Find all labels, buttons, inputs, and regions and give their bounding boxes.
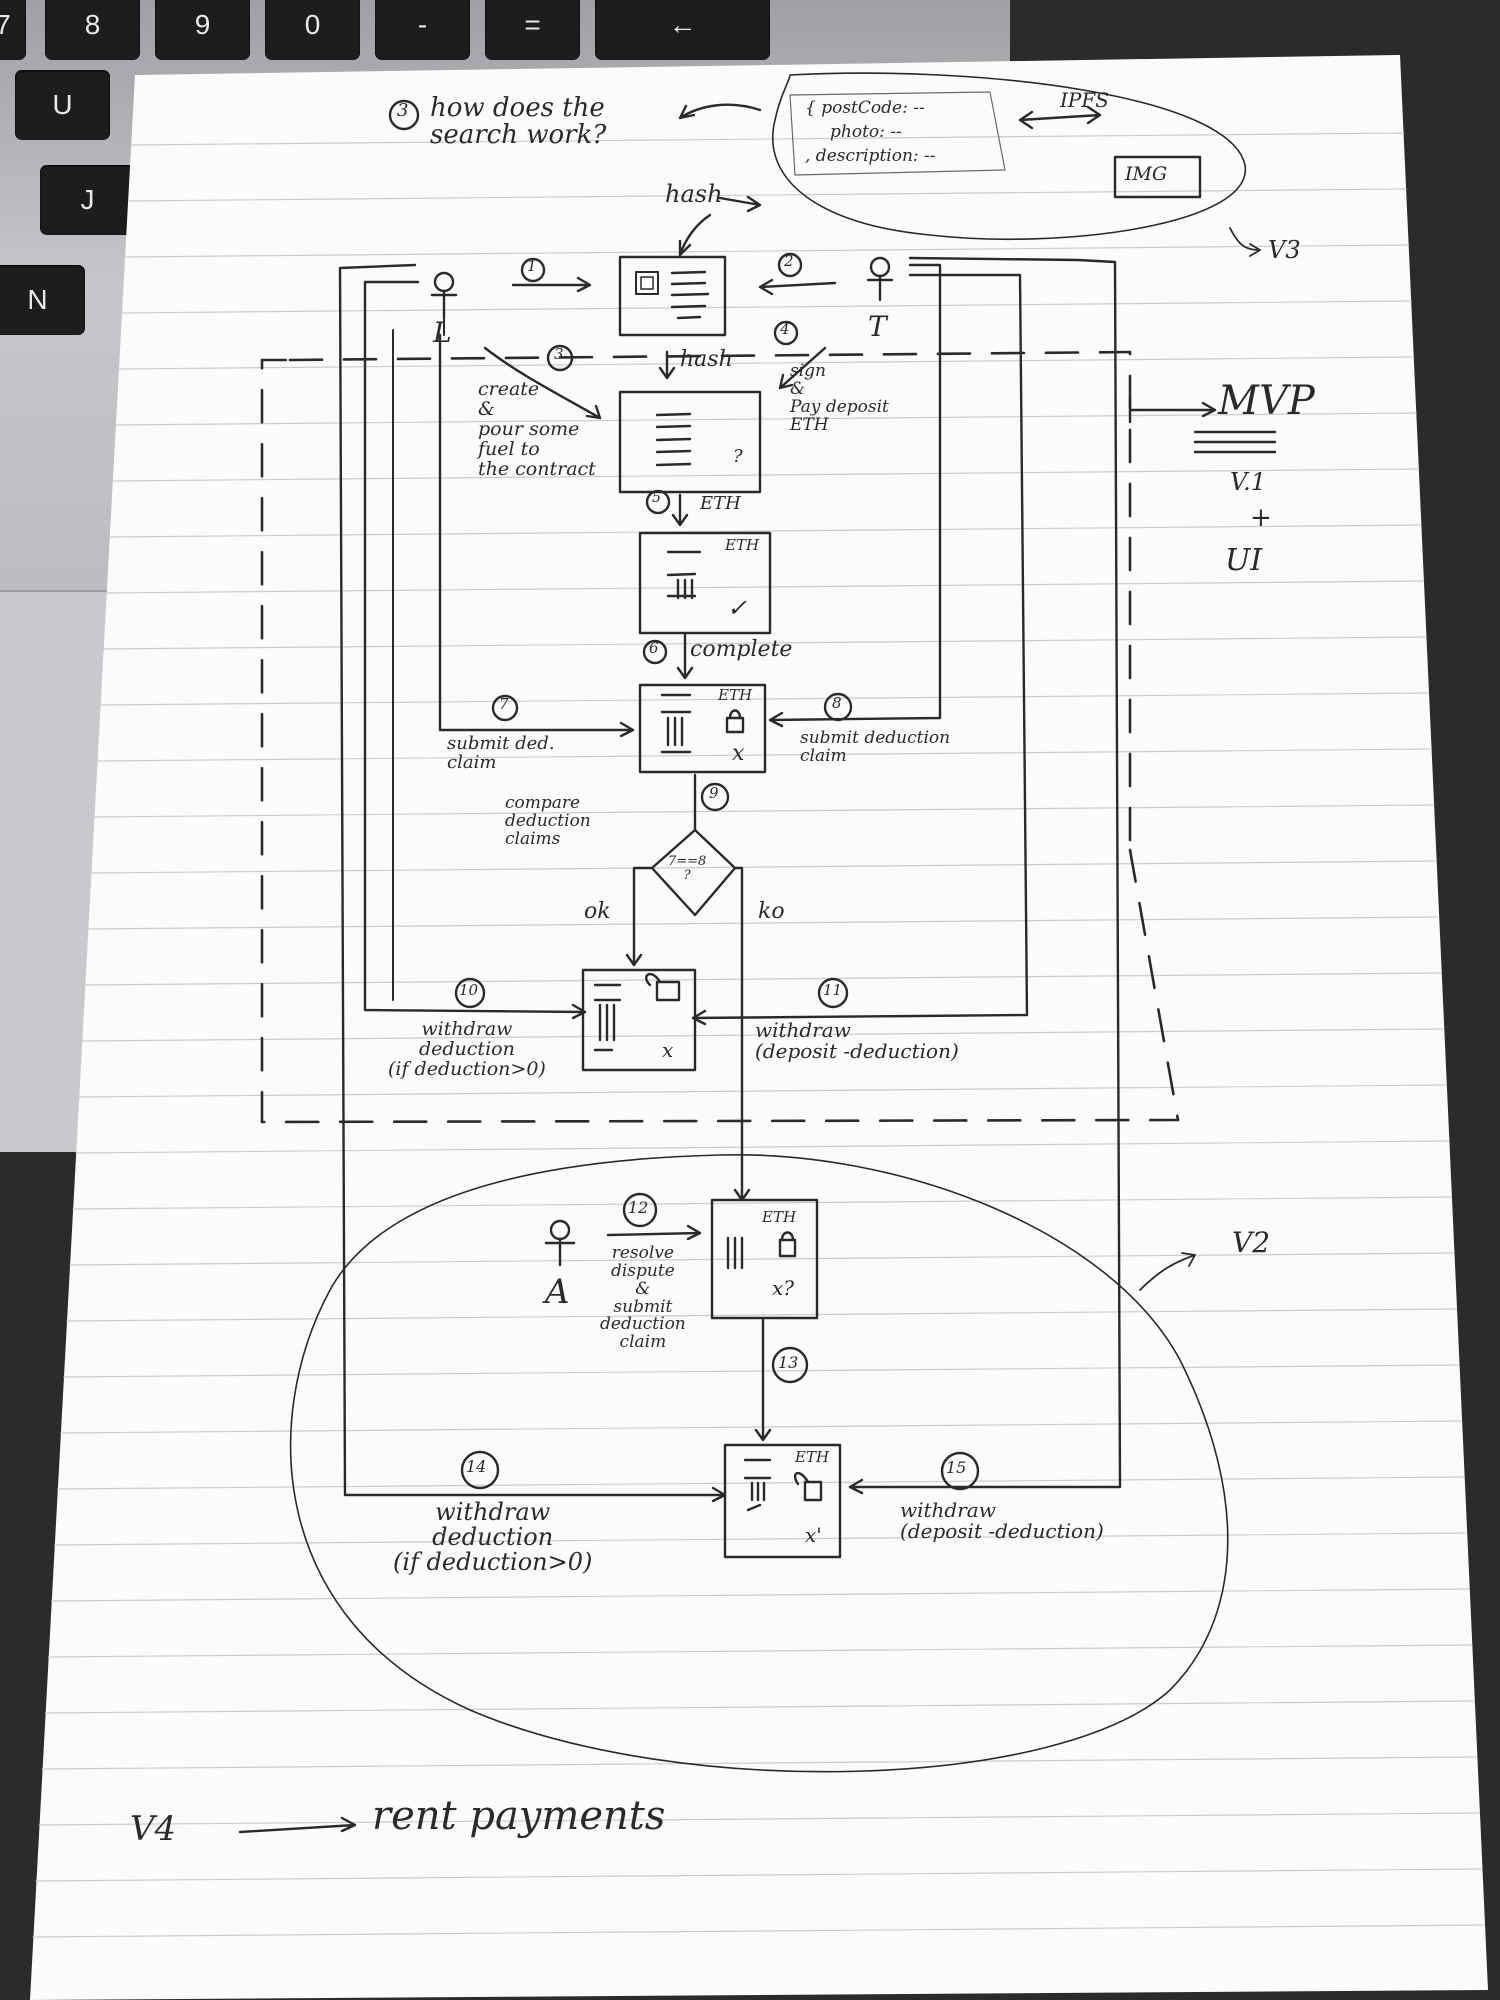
step-12-number: 12 (628, 1198, 649, 1217)
img-box (1113, 155, 1202, 199)
ruled-line (38, 1812, 1480, 1826)
key-equals: = (485, 0, 580, 60)
arbiter-label: A (545, 1272, 570, 1312)
step-14-number: 14 (466, 1457, 487, 1476)
key-8: 8 (45, 0, 140, 60)
plus-label: + (1250, 503, 1272, 533)
ruled-line (35, 1868, 1483, 1882)
key-7: 7 (0, 0, 26, 60)
step-13-number: 13 (778, 1353, 799, 1372)
step-12-label: resolve dispute & submit deduction claim (600, 1243, 686, 1353)
ruled-line (41, 1756, 1478, 1770)
key-n: N (0, 265, 85, 335)
step-15-label: withdraw (deposit -deduction) (900, 1498, 1104, 1543)
box-5-xq: x? (772, 1276, 795, 1300)
v2-label: V2 (1232, 1226, 1271, 1259)
step-14-label: withdraw deduction (if deduction>0) (393, 1498, 593, 1577)
ruled-line (54, 1532, 1468, 1546)
ruled-line (44, 1700, 1475, 1714)
step-15-number: 15 (946, 1458, 967, 1477)
v2-ellipse (289, 1154, 1229, 1773)
key-0: 0 (265, 0, 360, 60)
mvp-label: MVP (1218, 378, 1315, 424)
key-minus: - (375, 0, 470, 60)
img-label: IMG (1125, 163, 1168, 185)
ruled-line (32, 1924, 1485, 1938)
ui-label: UI (1225, 543, 1263, 578)
ruled-line (63, 1364, 1460, 1378)
key-9: 9 (155, 0, 250, 60)
trackpad (0, 590, 300, 1152)
key-backspace: ← (595, 0, 770, 60)
v4-label: V4 (130, 1809, 177, 1849)
key-j: J (40, 165, 135, 235)
box-6-xprime: x' (805, 1523, 822, 1547)
laptop-background: 7 8 9 0 - = ← U J N (0, 0, 1010, 1152)
ruled-line (51, 1588, 1470, 1602)
ruled-line (72, 1196, 1452, 1210)
ruled-line (47, 1644, 1473, 1658)
box-6-eth: ETH (795, 1448, 830, 1466)
key-u: U (15, 70, 110, 140)
contract-box-6 (723, 1443, 842, 1559)
v1-label: V.1 (1230, 468, 1267, 496)
rent-payments-label: rent payments (372, 1793, 666, 1839)
box-5-eth: ETH (762, 1208, 797, 1226)
ruled-line (69, 1252, 1455, 1266)
ruled-line (66, 1308, 1457, 1322)
ipfs-label: IPFS (1060, 88, 1109, 112)
ruled-line (60, 1420, 1463, 1434)
contract-box-5 (710, 1198, 819, 1320)
v3-label: V3 (1268, 236, 1301, 264)
ruled-line (57, 1476, 1465, 1490)
